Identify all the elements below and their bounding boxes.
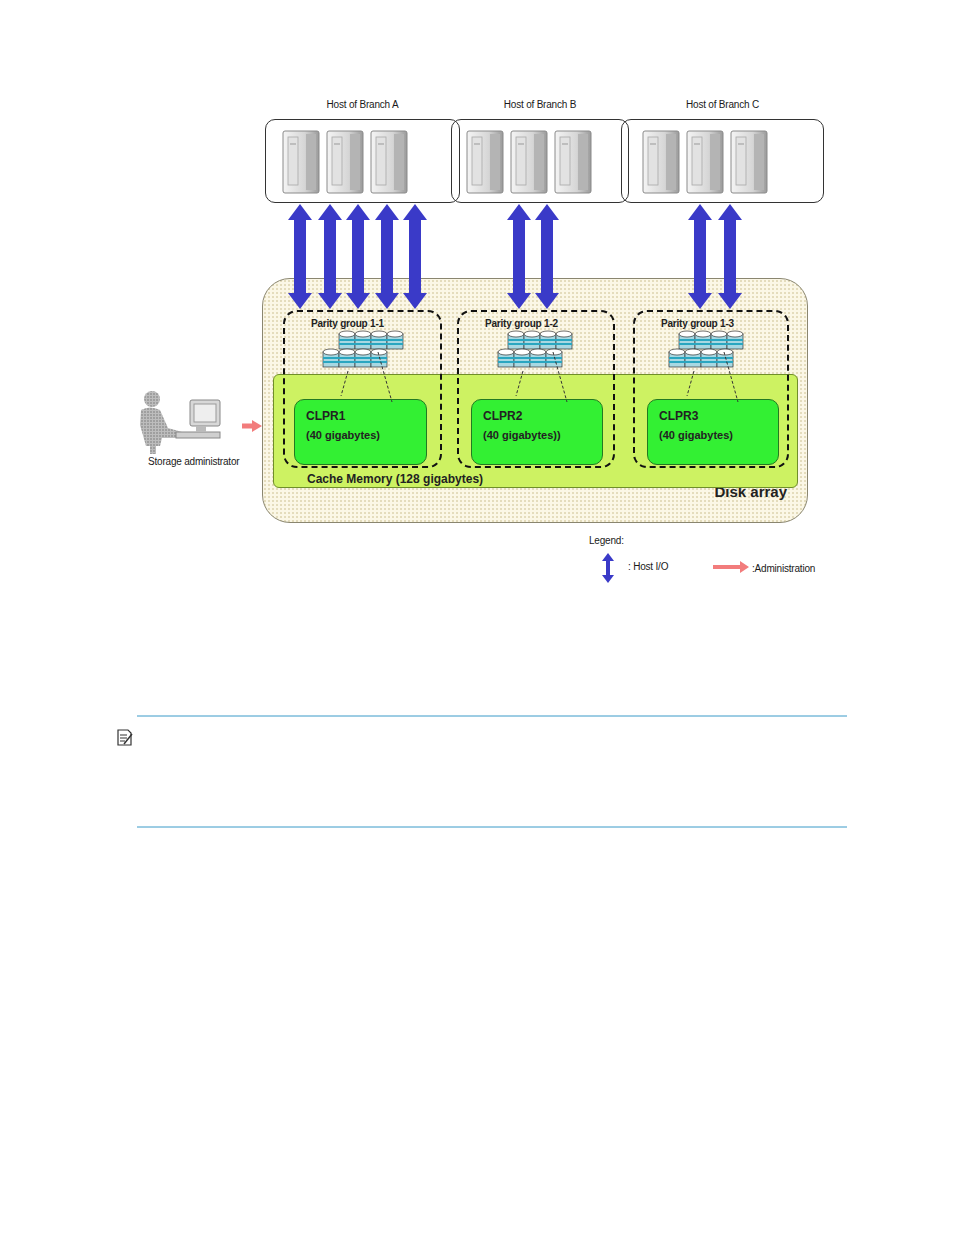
legend-samples (602, 553, 749, 583)
connector-arrow (403, 204, 427, 309)
parity-group-region: Parity group 1-2 (457, 310, 615, 468)
node-detail: (40 gigabytes) (659, 429, 758, 463)
host-group-box: Host of Branch B (451, 95, 629, 203)
connector-arrow (688, 204, 712, 309)
connector-arrow (318, 204, 342, 309)
connector-arrow (242, 420, 262, 432)
cache-memory-band: Cache Memory (128 gigabytes) CLPR1(40 gig… (273, 374, 798, 488)
node-label: Host of Branch B (451, 99, 629, 110)
note-rule (118, 716, 847, 827)
node-label: Host of Branch C (621, 99, 824, 110)
node-label: Storage administrator (148, 456, 239, 467)
host-frame (451, 119, 629, 203)
legend-text: : Host I/O (628, 561, 668, 572)
node-label: Parity group 1-2 (485, 318, 593, 444)
connector-arrow (535, 204, 559, 309)
parity-group-region: Parity group 1-3 (633, 310, 789, 468)
host-frame (265, 119, 460, 203)
connector-arrow (346, 204, 370, 309)
node-label: Host of Branch A (265, 99, 460, 110)
server-icons (283, 131, 767, 193)
node-label: Parity group 1-1 (311, 318, 420, 444)
node-detail: (40 gigabytes) (306, 429, 406, 463)
administrator-figure (140, 391, 220, 454)
node-label: Cache Memory (128 gigabytes) (307, 472, 777, 486)
clpr-partition-box: CLPR3(40 gigabytes) (647, 399, 779, 465)
clpr-partition-box: CLPR1(40 gigabytes) (294, 399, 427, 465)
node-label: Parity group 1-3 (661, 318, 767, 444)
legend-heading: Legend: (589, 535, 624, 546)
administrator-node: Storage administrator (148, 385, 242, 467)
connector-arrow (718, 204, 742, 309)
disk-array-box: Disk arrayParity group 1-1Parity group 1… (262, 278, 808, 523)
host-group-box: Host of Branch A (265, 95, 460, 203)
connector-arrow (507, 204, 531, 309)
host-group-box: Host of Branch C (621, 95, 824, 203)
cache-leader-lines (341, 352, 738, 402)
legend-text: :Administration (752, 563, 815, 574)
parity-group-region: Parity group 1-1 (283, 310, 442, 468)
disk-stacks (323, 331, 743, 367)
node-detail: (40 gigabytes)) (483, 429, 582, 463)
connector-arrow (375, 204, 399, 309)
host-frame (621, 119, 824, 203)
connector-arrow (288, 204, 312, 309)
clpr-partition-box: CLPR2(40 gigabytes)) (471, 399, 603, 465)
